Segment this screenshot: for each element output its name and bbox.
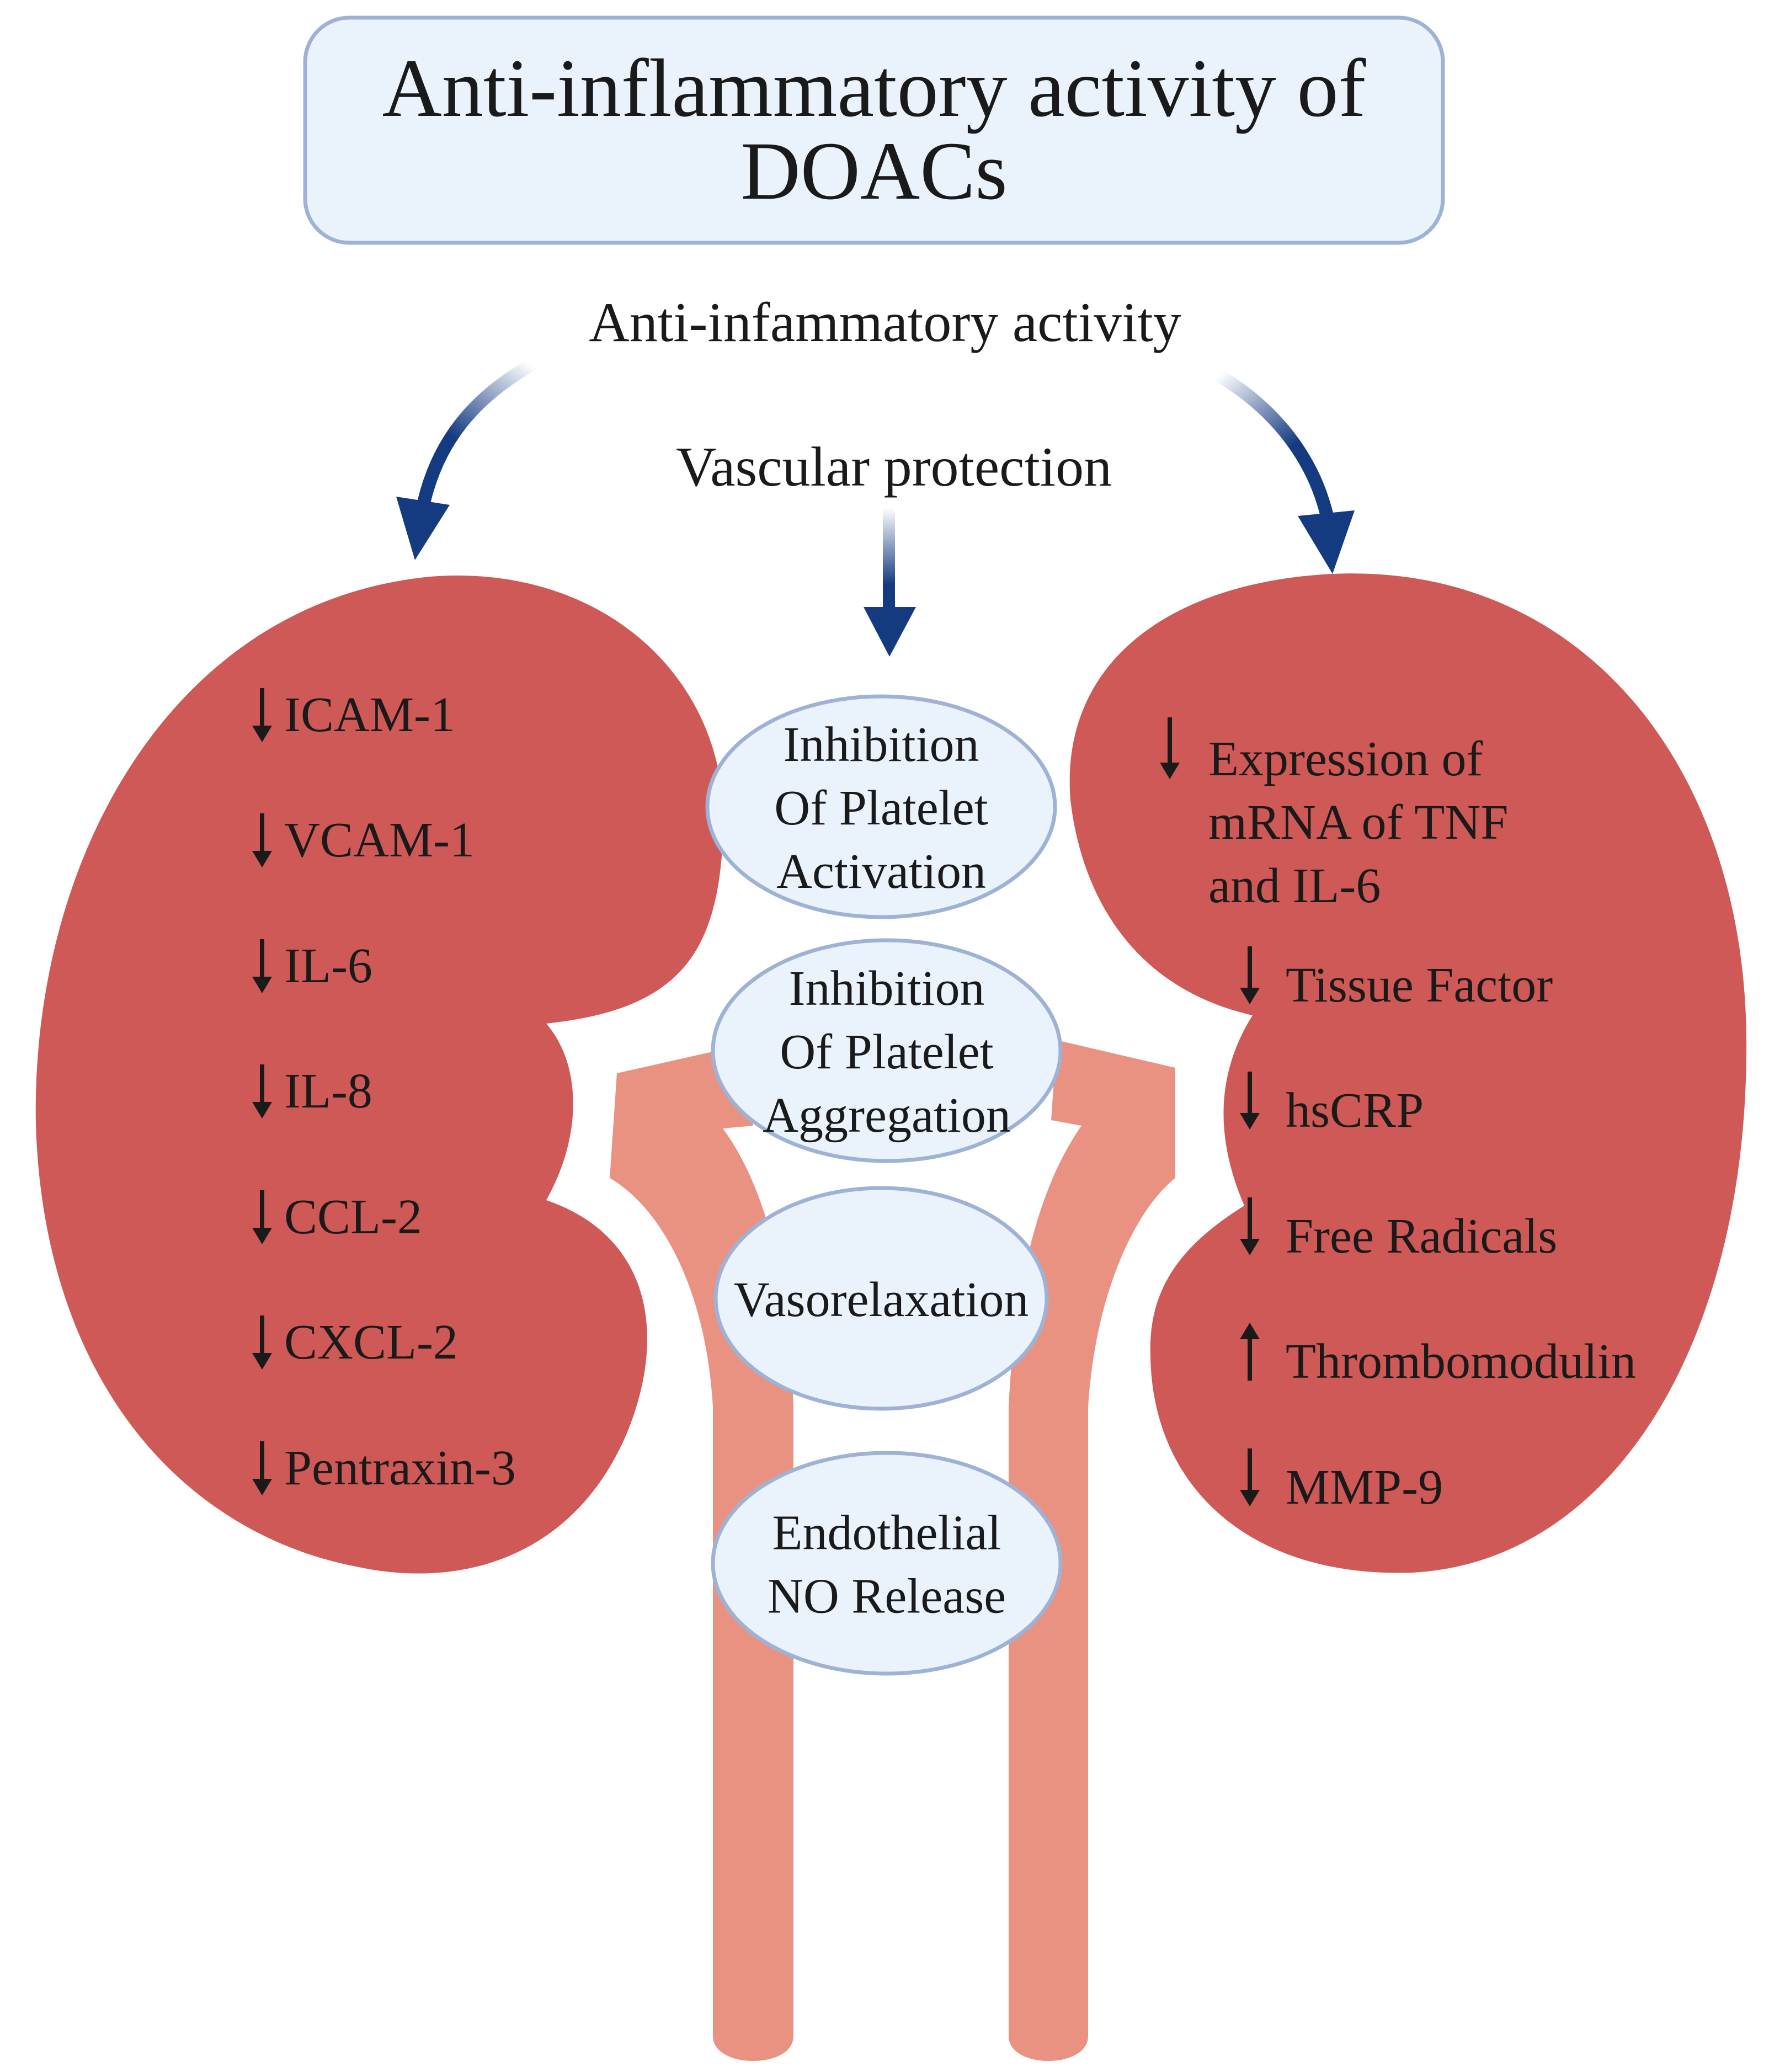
center-down-arrow (864, 508, 916, 657)
oval-label-line: NO Release (768, 1569, 1006, 1624)
left-kidney (35, 576, 724, 1574)
oval-label-line: Aggregation (763, 1088, 1011, 1143)
down-arrow-icon (1240, 1072, 1260, 1130)
title-line-2: DOACs (740, 125, 1007, 217)
down-arrow-icon (252, 1315, 272, 1370)
oval-label-line: Vasorelaxation (734, 1272, 1029, 1327)
left-marker-label: ICAM-1 (284, 688, 455, 742)
oval-shape (711, 938, 1063, 1163)
right-curved-arrow (1214, 369, 1355, 574)
up-arrow-icon (1240, 1323, 1260, 1381)
expression-label-line: mRNA of TNF (1208, 795, 1508, 850)
right-marker-label: Free Radicals (1286, 1209, 1557, 1264)
right-marker-label: Thrombomodulin (1286, 1334, 1636, 1389)
down-arrow-icon (1240, 1197, 1260, 1255)
expression-label-line: and IL-6 (1208, 859, 1381, 913)
center-arrowhead (864, 607, 916, 657)
title-line-1: Anti-inflammatory activity of (382, 42, 1366, 134)
title-box (303, 15, 1445, 245)
right-marker-label: hsCRP (1286, 1083, 1424, 1138)
anti-inflammatory-label: Anti-infammatory activity (589, 291, 1181, 354)
effect-oval: Vasorelaxation (713, 1186, 1049, 1411)
left-marker-list: ICAM-1VCAM-1IL-6IL-8CCL-2CXCL-2Pentraxin… (252, 688, 516, 1495)
left-curved-arrow (396, 358, 536, 560)
oval-shape (713, 1186, 1049, 1411)
left-marker-label: CCL-2 (284, 1190, 422, 1244)
left-marker-label: VCAM-1 (284, 813, 475, 867)
left-marker-label: CXCL-2 (284, 1315, 458, 1370)
oval-label-line: Inhibition (784, 717, 979, 772)
down-arrow-icon (252, 1190, 272, 1244)
down-arrow-icon (252, 813, 272, 867)
down-arrow-icon (252, 1441, 272, 1495)
oval-shape (705, 694, 1057, 919)
down-arrow-icon (1240, 946, 1260, 1004)
oval-label-line: Endothelial (772, 1506, 1001, 1560)
down-arrow-icon (252, 1064, 272, 1118)
down-arrow-icon (1240, 1448, 1260, 1506)
left-marker-label: Pentraxin-3 (284, 1441, 516, 1495)
right-arrowhead (1298, 510, 1355, 574)
oval-shape (711, 1451, 1063, 1676)
left-marker-label: IL-8 (284, 1064, 372, 1118)
down-arrow-icon (252, 939, 272, 993)
down-arrow-icon (1160, 717, 1180, 779)
right-marker-label: MMP-9 (1286, 1460, 1443, 1515)
right-kidney (1069, 573, 1747, 1573)
oval-label-line: Inhibition (789, 961, 985, 1016)
right-marker-label: Tissue Factor (1286, 958, 1553, 1013)
oval-label-line: Activation (776, 844, 986, 899)
effect-oval: Endothelial NO Release (711, 1451, 1063, 1676)
down-arrow-icon (252, 688, 272, 742)
expression-label-line: Expression of (1208, 732, 1483, 786)
right-vessel-branch (1009, 1040, 1175, 2061)
left-marker-label: IL-6 (284, 939, 372, 993)
oval-label-line: Of Platelet (774, 781, 988, 835)
vascular-protection-label: Vascular protection (676, 436, 1112, 498)
oval-label-line: Of Platelet (780, 1025, 993, 1079)
left-arrowhead (396, 497, 450, 560)
